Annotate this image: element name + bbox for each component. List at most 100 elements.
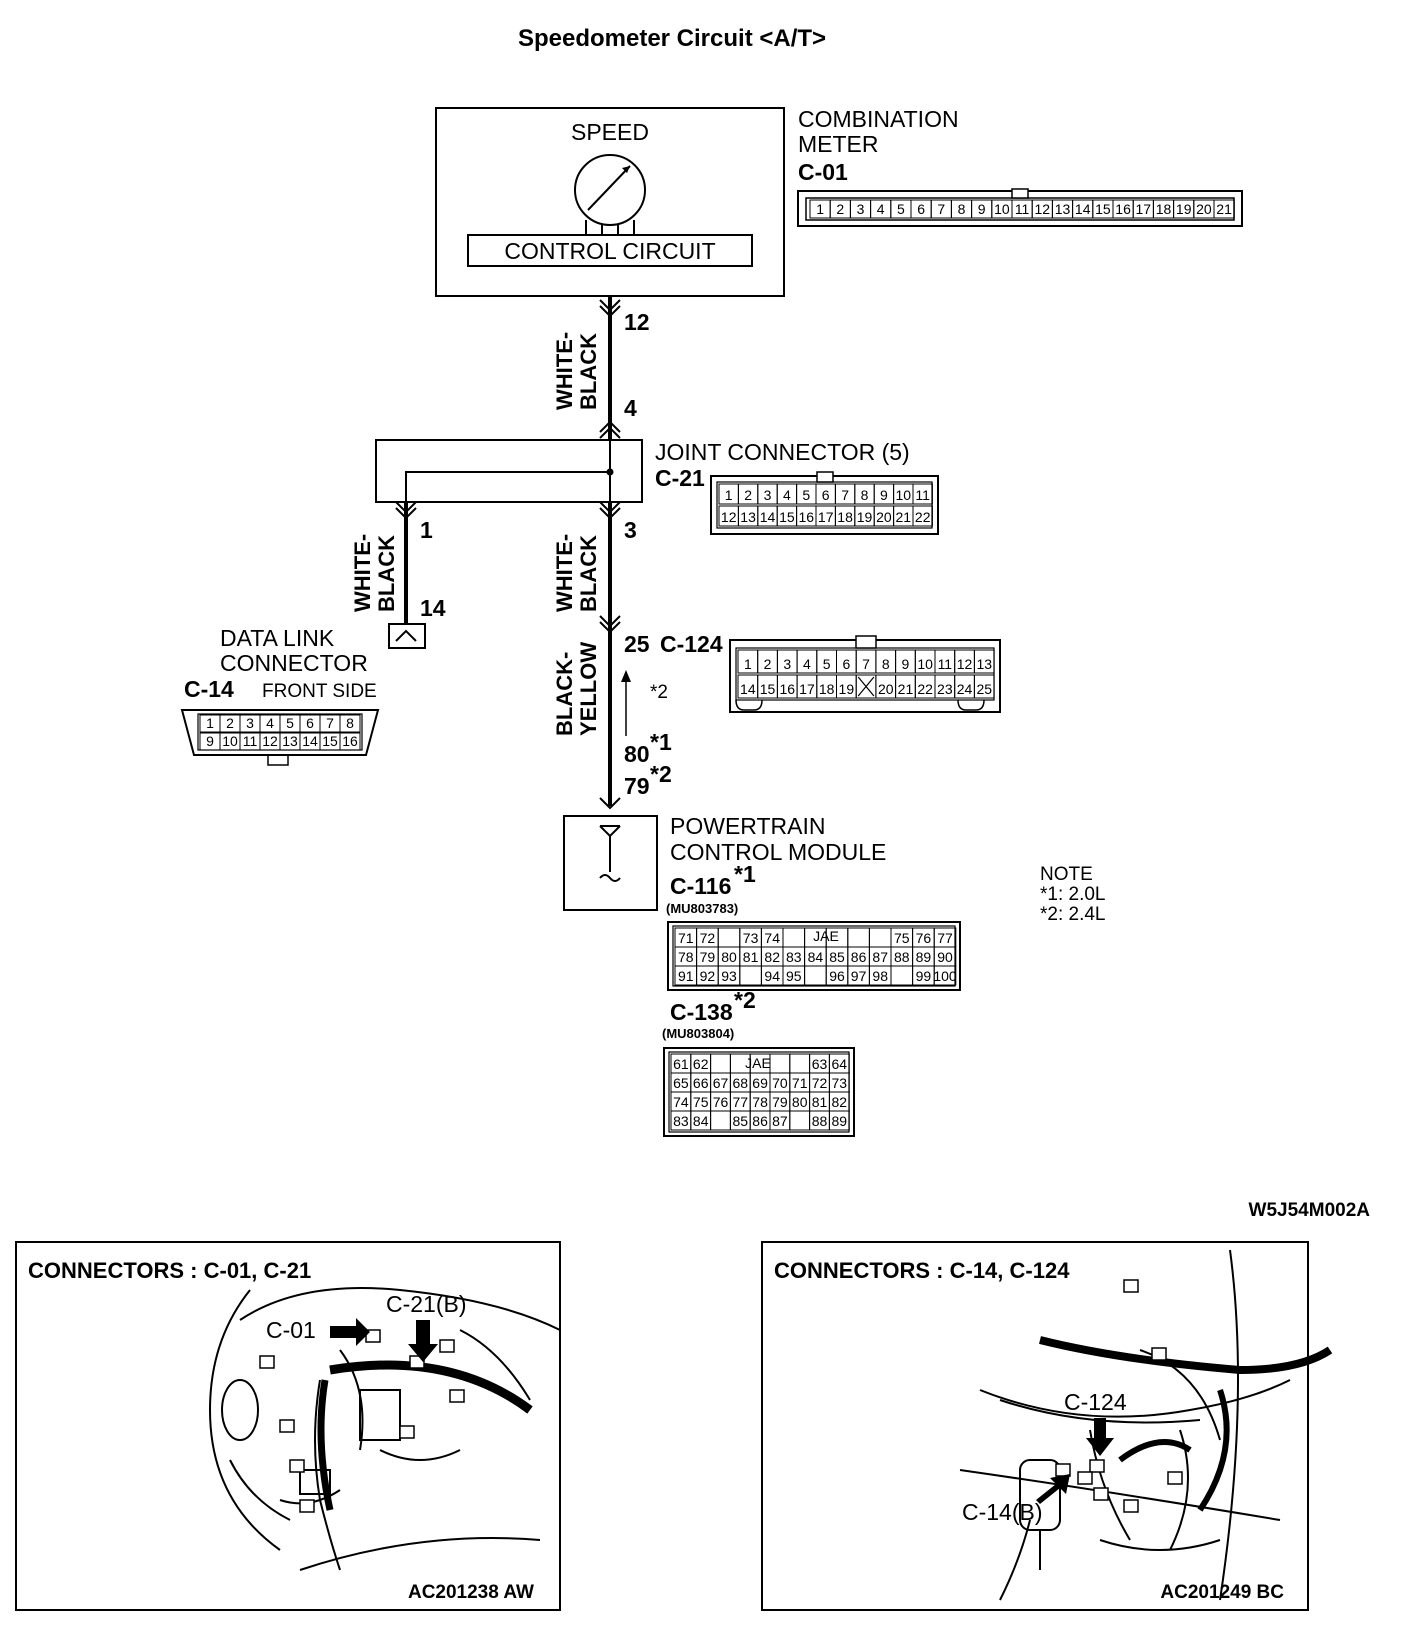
- arrow-star-label: *2: [650, 682, 668, 703]
- connector-pin-label: 11: [243, 733, 258, 749]
- connector-pin-label: 14: [1075, 201, 1091, 217]
- connector-pin-label: 12: [262, 733, 278, 749]
- connector-pin-label: 19: [857, 509, 873, 525]
- connector-pin-label: 11: [938, 656, 953, 672]
- c01-pointer-arrow: [330, 1318, 370, 1346]
- connector-pin-cell: [890, 965, 914, 986]
- note-line-2: *2: 2.4L: [1040, 904, 1106, 925]
- connector-pin-label: 22: [917, 681, 933, 697]
- connector-pin-label: 13: [1055, 201, 1071, 217]
- c138-part-number: (MU803804): [662, 1026, 734, 1041]
- connector-pin-label: 15: [1095, 201, 1111, 217]
- wire-1-color-1: WHITE-: [552, 332, 577, 410]
- front-side-label: FRONT SIDE: [262, 681, 377, 702]
- connector-pin-label: 88: [894, 949, 910, 965]
- connector-pin-label: 85: [829, 949, 845, 965]
- connector-pin-label: 72: [700, 930, 716, 946]
- connector-pin-cell: [782, 927, 806, 948]
- connector-pin-label: 16: [1115, 201, 1131, 217]
- c21-pointer-arrow: [408, 1320, 438, 1362]
- connector-pin-label: 95: [786, 968, 802, 984]
- connector-pin-label: 88: [812, 1113, 828, 1129]
- connector-pin-cell: [789, 1110, 811, 1131]
- connector-pin-label: 3: [764, 487, 772, 503]
- connector-pin-label: 2: [836, 201, 844, 217]
- c124-connector-label: C-124: [660, 631, 723, 657]
- connector-pin-label: 74: [764, 930, 780, 946]
- connector-pin-label: 8: [861, 487, 869, 503]
- combination-meter-block: SPEED CONTROL CIRCUIT: [435, 107, 785, 297]
- connector-pin-label: 7: [326, 715, 334, 731]
- pin-3-label: 3: [624, 517, 637, 543]
- connector-pin-label: 71: [678, 930, 694, 946]
- connector-pin-label: 12: [721, 509, 737, 525]
- pin-14-label: 14: [420, 595, 446, 621]
- connector-pin-cell: [804, 965, 827, 986]
- connector-pin-label: 5: [897, 201, 905, 217]
- connector-pin-label: 87: [872, 949, 888, 965]
- c116-connector-label: C-116: [670, 873, 731, 899]
- connector-pin-label: 73: [743, 930, 759, 946]
- connector-pin-label: 94: [764, 968, 780, 984]
- connector-pin-label: 1: [816, 201, 824, 217]
- connector-pin-label: 12: [957, 656, 973, 672]
- c14-pointer-arrow: [1036, 1474, 1070, 1504]
- connector-pin-cell: [912, 483, 933, 505]
- connector-pin-label: 76: [713, 1094, 729, 1110]
- connector-pin-label: 1: [744, 656, 752, 672]
- connector-pin-label: 70: [772, 1075, 788, 1091]
- connector-pin-label: 23: [937, 681, 953, 697]
- connector-pin-label: 75: [894, 930, 910, 946]
- connector-pin-label: 10: [896, 487, 912, 503]
- connector-pin-label: 90: [937, 949, 953, 965]
- connector-pin-label: 92: [700, 968, 716, 984]
- connector-pin-label: 15: [779, 509, 795, 525]
- connector-pin-label: 6: [842, 656, 850, 672]
- connector-pin-label: 80: [792, 1094, 808, 1110]
- connector-pin-label: 82: [832, 1094, 848, 1110]
- pin-79-star: *2: [650, 761, 672, 787]
- connector-pin-label: 7: [937, 201, 945, 217]
- connector-pin-label: 8: [958, 201, 966, 217]
- connector-pin-label: 6: [917, 201, 925, 217]
- connector-pin-label: 19: [839, 681, 855, 697]
- wire-4-color-1: BLACK-: [552, 652, 577, 736]
- connector-pin-cell: [789, 1053, 811, 1074]
- connector-pin-label: 6: [822, 487, 830, 503]
- pin-80-star: *1: [650, 729, 672, 755]
- connector-pin-label: 3: [246, 715, 254, 731]
- connector-pin-label: 83: [673, 1113, 689, 1129]
- connector-pin-label: 1: [206, 715, 214, 731]
- speed-label: SPEED: [571, 119, 649, 145]
- connector-pin-label: 5: [823, 656, 831, 672]
- combination-meter-name-1: COMBINATION: [798, 106, 959, 132]
- connector-pin-label: 3: [857, 201, 865, 217]
- connector-pin-label: 72: [812, 1075, 828, 1091]
- pin-1-label: 1: [420, 517, 433, 543]
- connector-pin-cell: [868, 927, 892, 948]
- connector-pin-label: 25: [976, 681, 992, 697]
- c21-connector-label: C-21: [655, 465, 705, 491]
- pin-25-label: 25: [624, 631, 650, 657]
- connector-pin-label: 4: [783, 487, 791, 503]
- panel-right-title: CONNECTORS : C-14, C-124: [774, 1258, 1070, 1283]
- connector-pin-label: 15: [760, 681, 776, 697]
- pin-80-label: 80: [624, 741, 650, 767]
- connector-pin-label: 12: [1035, 201, 1051, 217]
- connector-pin-label: 13: [282, 733, 298, 749]
- connector-location-panel-right: CONNECTORS : C-14, C-124: [761, 1241, 1333, 1611]
- connector-pin-cell: [847, 927, 870, 948]
- figure-code: W5J54M002A: [1249, 1200, 1371, 1221]
- connector-pin-label: 87: [772, 1113, 788, 1129]
- c138-star: *2: [734, 987, 756, 1013]
- connector-pin-cell: [973, 674, 995, 699]
- c138-connector-label: C-138: [670, 999, 733, 1025]
- connector-pin-label: 3: [783, 656, 791, 672]
- connector-pin-label: 20: [876, 509, 892, 525]
- connector-pin-label: 10: [917, 656, 933, 672]
- c124-pointer-arrow: [1086, 1418, 1114, 1456]
- panel-right-label-c124: C-124: [1064, 1389, 1127, 1415]
- connector-pin-label: 69: [752, 1075, 768, 1091]
